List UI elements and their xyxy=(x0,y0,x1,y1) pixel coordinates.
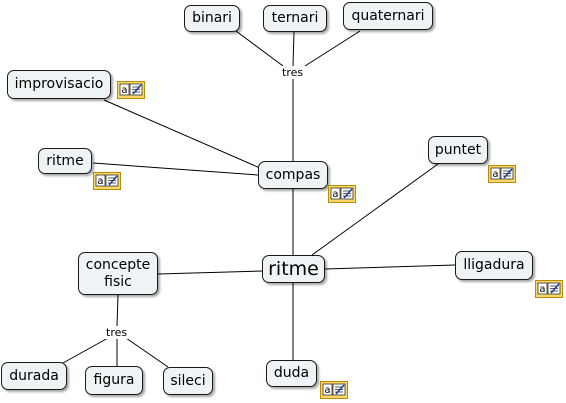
concept-binari[interactable]: binari xyxy=(184,5,240,32)
annotation-note-icon[interactable]: a xyxy=(488,165,516,183)
concept-durada[interactable]: durada xyxy=(1,362,67,390)
annotation-note-icon[interactable]: a xyxy=(117,81,145,99)
concept-ritme-main[interactable]: ritme xyxy=(262,255,325,283)
concept-sileci[interactable]: sileci xyxy=(163,367,213,395)
link-tres-quaternari xyxy=(304,30,361,67)
concept-ternari[interactable]: ternari xyxy=(263,5,327,32)
svg-text:a: a xyxy=(539,284,545,295)
link-tres-ternari xyxy=(292,31,295,67)
concept-improvisacio[interactable]: improvisacio xyxy=(7,70,111,99)
concept-puntet[interactable]: puntet xyxy=(428,136,488,164)
svg-text:a: a xyxy=(121,85,127,96)
concept-duda[interactable]: duda xyxy=(266,360,317,387)
svg-text:a: a xyxy=(492,169,498,180)
linking-phrase-tres-compas: tres xyxy=(280,66,306,79)
concept-figura[interactable]: figura xyxy=(85,366,143,395)
link-compas-improvisacio xyxy=(103,99,261,169)
link-tres-sileci xyxy=(125,337,169,368)
concept-compas[interactable]: compas xyxy=(258,161,328,189)
svg-text:a: a xyxy=(97,176,103,187)
annotation-note-icon[interactable]: a xyxy=(328,185,356,203)
concept-concepte-fisic[interactable]: concepte fisic xyxy=(78,252,158,295)
concept-ritme-small[interactable]: ritme xyxy=(38,148,92,174)
annotation-note-icon[interactable]: a xyxy=(535,280,563,298)
link-ritme-puntet xyxy=(311,163,439,256)
link-tres-durada xyxy=(62,337,109,364)
concept-lligadura[interactable]: lligadura xyxy=(455,251,533,280)
link-ritme-lligadura xyxy=(324,264,456,270)
link-concepte-tres xyxy=(116,294,119,327)
concept-quaternari[interactable]: quaternari xyxy=(343,2,433,30)
svg-text:a: a xyxy=(324,385,330,396)
link-compas-ritme xyxy=(92,162,259,176)
link-ritme-concepte xyxy=(157,270,263,275)
annotation-note-icon[interactable]: a xyxy=(320,381,348,399)
annotation-note-icon[interactable]: a xyxy=(93,172,121,190)
svg-text:a: a xyxy=(332,189,338,200)
linking-phrase-tres-fisic: tres xyxy=(104,326,130,339)
link-tres-binari xyxy=(235,30,284,67)
